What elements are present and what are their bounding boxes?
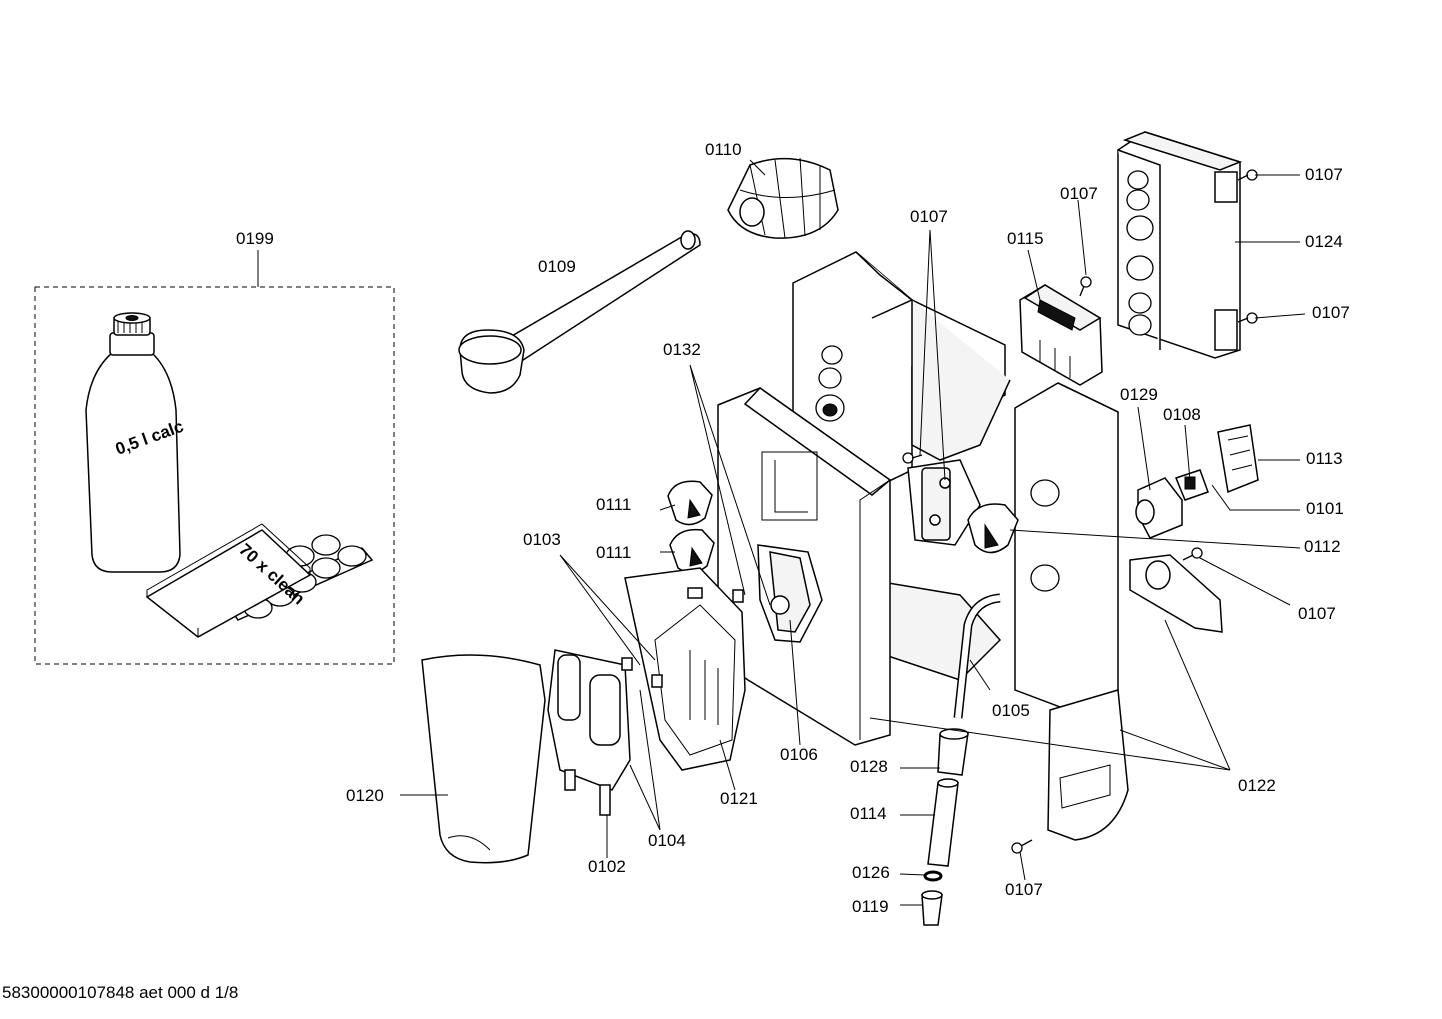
steam-pipe-0105 (953, 593, 1001, 719)
powder-insert-0110 (727, 157, 839, 239)
label-0112: 0112 (1304, 537, 1341, 556)
label-0109: 0109 (538, 257, 576, 276)
document-id: 58300000107848 aet 000 d 1/8 (2, 983, 238, 1002)
label-0102: 0102 (588, 857, 626, 876)
switch-plate-0106 (757, 544, 823, 643)
label-0128: 0128 (850, 757, 888, 776)
descaler-bottle-icon: 0,5 l calc (85, 312, 186, 573)
knob-0111-upper (667, 480, 713, 526)
measuring-spoon-0109 (458, 230, 701, 394)
label-0103: 0103 (523, 530, 561, 549)
label-0111-lower: 0111 (596, 543, 631, 562)
bracket-lower-right (1129, 554, 1223, 633)
label-0115: 0115 (1007, 229, 1044, 248)
label-0104: 0104 (648, 831, 686, 850)
cleaning-tablets-icon: 70 x clean (145, 523, 374, 638)
label-0119: 0119 (852, 897, 889, 916)
spout-unit-0102 (547, 649, 631, 816)
label-0126: 0126 (852, 863, 890, 882)
label-0199: 0199 (236, 229, 274, 248)
label-0106: 0106 (780, 745, 818, 764)
label-0129: 0129 (1120, 385, 1158, 404)
label-0105: 0105 (992, 701, 1030, 720)
label-0107-right-mid: 0107 (1312, 303, 1350, 322)
nozzle-0128 (937, 728, 969, 776)
label-0108: 0108 (1163, 405, 1201, 424)
knob-0111-lower (669, 528, 715, 574)
label-0124: 0124 (1305, 232, 1343, 251)
label-0101: 0101 (1306, 499, 1344, 518)
label-0107-right-top: 0107 (1305, 165, 1343, 184)
nozzle-tip-0119 (921, 890, 943, 926)
outlet-housing-0121 (621, 567, 746, 771)
screw-icons (902, 169, 1258, 854)
label-0113: 0113 (1306, 449, 1343, 468)
part-labels: 0199 0110 0109 0107 0107 0107 0107 0107 … (236, 140, 1350, 916)
bracket-0129 (1135, 477, 1183, 539)
drip-cover-0120 (421, 654, 546, 864)
control-panel-0124 (1117, 131, 1243, 359)
label-0111-upper: 0111 (596, 495, 631, 514)
leader-lines (400, 159, 1306, 906)
label-0121: 0121 (720, 789, 758, 808)
tube-0114 (927, 778, 959, 867)
label-0107-right-low: 0107 (1298, 604, 1336, 623)
label-0110: 0110 (705, 140, 742, 159)
label-0120: 0120 (346, 786, 384, 805)
accessory-kit-group: 0,5 l calc 70 x clean (34, 250, 395, 665)
label-0114: 0114 (850, 804, 887, 823)
connector-0113 (1217, 424, 1259, 494)
seal-0108 (1175, 469, 1209, 501)
label-0107-top: 0107 (1060, 184, 1098, 203)
label-0122: 0122 (1238, 776, 1276, 795)
label-0132: 0132 (663, 340, 701, 359)
label-0107-bottom: 0107 (1005, 880, 1043, 899)
electronic-module-0115 (1019, 284, 1103, 386)
selector-dial-0112 (907, 459, 1019, 554)
label-0107-center: 0107 (910, 207, 948, 226)
o-ring-0126 (923, 870, 943, 882)
